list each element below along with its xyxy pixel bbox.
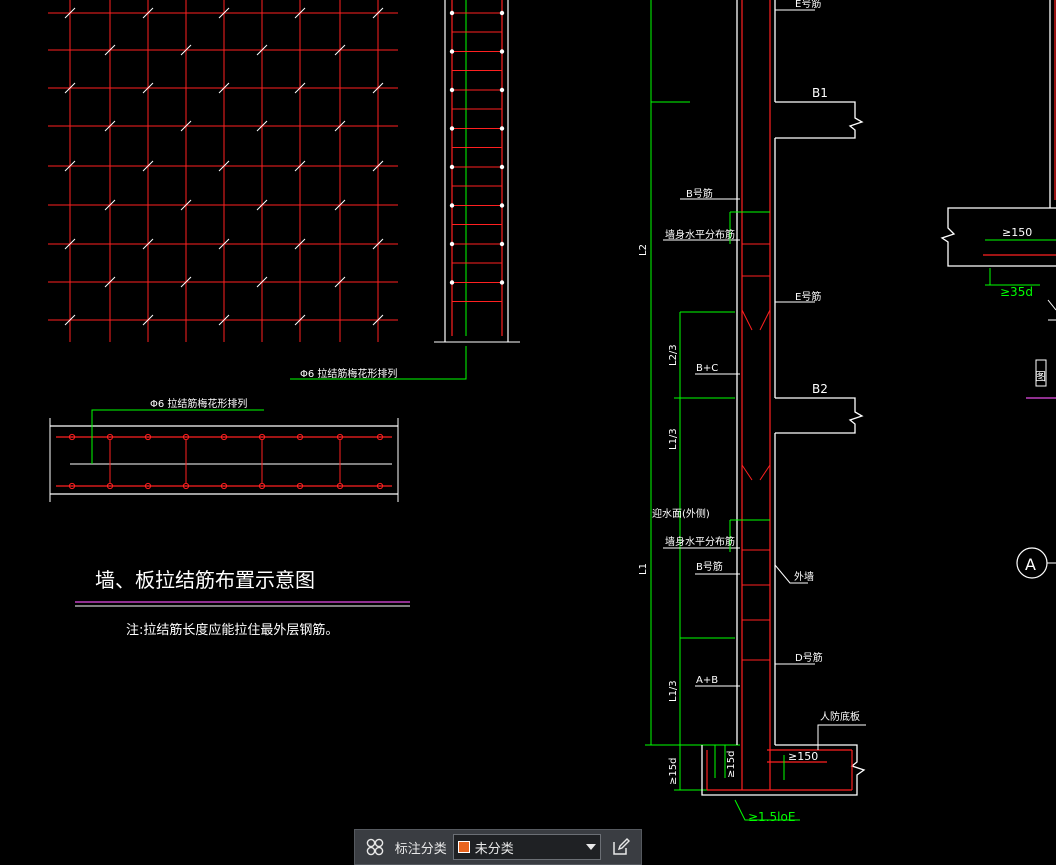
leader-vertical: [290, 346, 467, 380]
label-wall-dist-2: 墙身水平分布筋: [665, 535, 735, 548]
drawing-title: 墙、板拉结筋布置示意图: [95, 568, 315, 592]
slab-section-horizontal: [49, 418, 399, 502]
label-l1: L1: [638, 563, 649, 575]
label-loe: ≥1.5loE: [748, 810, 795, 824]
leader-vertical-text: Φ6 拉结筋梅花形排列: [300, 367, 397, 380]
partial-detail-right: [940, 0, 1056, 579]
label-civil-def: 人防底板: [820, 710, 860, 723]
label-15d-a: ≥15d: [668, 758, 679, 785]
leader-horizontal-text: Φ6 拉结筋梅花形排列: [150, 397, 247, 410]
category-selected-value: 未分类: [474, 841, 514, 857]
label-ge150-a: ≥150: [788, 750, 818, 763]
category-color-swatch: [457, 841, 470, 853]
category-label: 标注分类: [394, 841, 447, 857]
label-outer-wall: 外墙: [794, 570, 814, 583]
tie-bar-mesh-grid: [48, 0, 398, 342]
label-b2: B2: [812, 382, 828, 396]
label-b1: B1: [812, 86, 828, 100]
wall-detail-drawing: [645, 0, 866, 821]
label-wall-dist-1: 墙身水平分布筋: [665, 228, 735, 241]
grid-icon[interactable]: [361, 833, 389, 861]
label-b-bar-2: B号筋: [696, 560, 723, 573]
category-select[interactable]: 未分类: [452, 834, 602, 860]
edit-icon[interactable]: [607, 833, 635, 861]
label-l1-3-a: L1/3: [668, 428, 679, 450]
label-b-plus-c: B+C: [696, 363, 718, 374]
label-water-face: 迎水面(外侧): [652, 507, 710, 520]
wall-section-vertical: [434, 0, 520, 343]
label-e-top: E号筋: [795, 0, 821, 10]
label-15d-b: ≥15d: [726, 751, 737, 778]
chevron-down-icon: [586, 844, 597, 850]
annotation-toolbar: 标注分类 未分类: [354, 829, 642, 865]
label-35d: ≥35d: [1000, 285, 1033, 299]
leader-horizontal: [91, 409, 264, 464]
drawing-note: 注:拉结筋长度应能拉住最外层钢筋。: [126, 622, 338, 638]
label-l2: L2: [638, 244, 649, 256]
label-e-bar: E号筋: [795, 290, 821, 303]
detail-labels: E号筋 B1 B号筋 墙身水平分布筋 E号筋 B+C B2 迎水面(外侧) 墙身…: [638, 0, 1046, 824]
label-l1-3-b: L1/3: [668, 680, 679, 702]
label-l2-3: L2/3: [668, 344, 679, 366]
label-fig: 图: [1035, 370, 1046, 383]
label-d-bar: D号筋: [795, 651, 823, 664]
label-a-plus-b: A+B: [696, 675, 718, 686]
label-b-bar: B号筋: [686, 187, 713, 200]
label-axis-a: A: [1025, 555, 1036, 574]
label-ge150-b: ≥150: [1002, 226, 1032, 239]
